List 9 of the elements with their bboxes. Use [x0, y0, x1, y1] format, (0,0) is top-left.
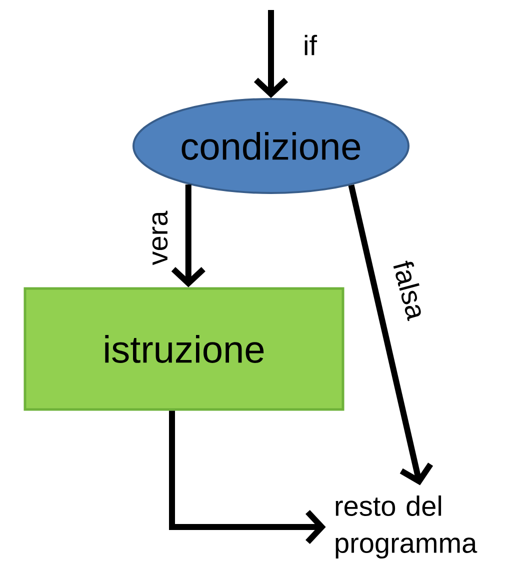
- process-box: istruzione: [24, 287, 344, 411]
- edge-label: vera: [151, 210, 169, 266]
- end-text: resto del programma: [336, 495, 478, 559]
- edge-label: if: [302, 34, 318, 56]
- edge-label: falsa: [391, 258, 429, 322]
- arrow: [171, 184, 206, 288]
- arrow: [348, 184, 434, 486]
- arrow: [169, 410, 326, 544]
- arrow: [254, 10, 288, 98]
